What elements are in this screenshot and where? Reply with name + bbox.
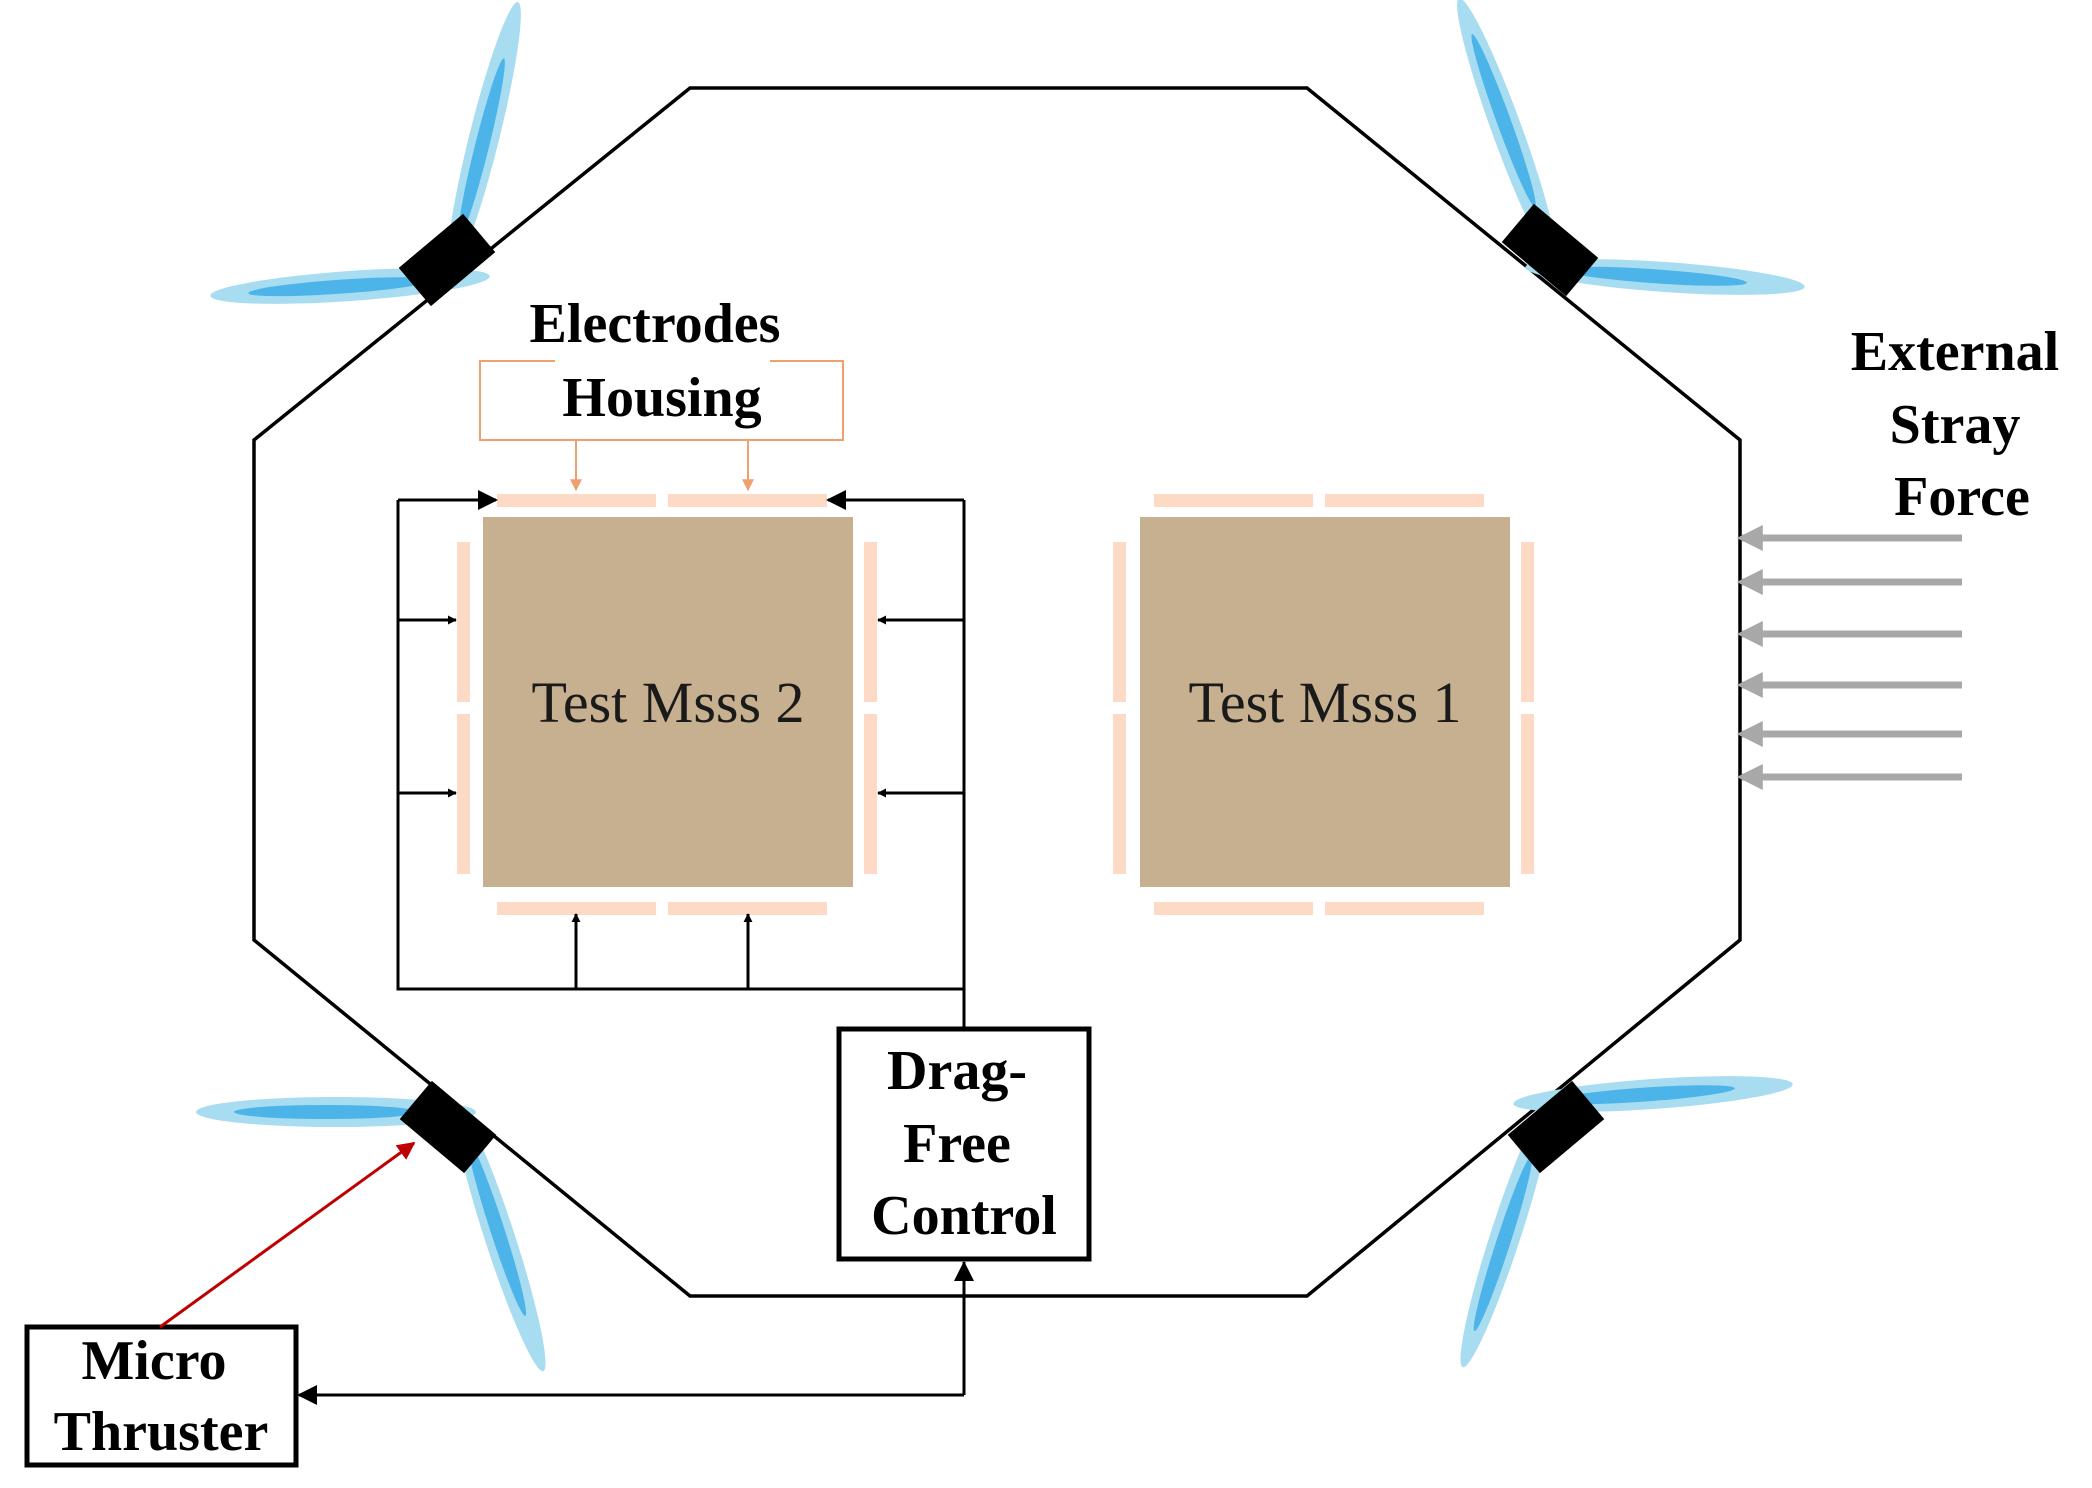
electrodes-callout: [479, 360, 844, 492]
stray-force-arrows: [1736, 525, 1962, 790]
thruster-nozzle-icon: [1501, 203, 1599, 297]
thruster-nozzle-icon: [1507, 1080, 1605, 1174]
micro-thruster-label: Micro Thruster: [54, 1330, 269, 1463]
test-mass-2: [483, 517, 853, 887]
test-mass-1-label: Test Msss 1: [1188, 670, 1461, 735]
thruster-nozzle-icon: [399, 1080, 497, 1174]
test-mass-2-label: Test Msss 2: [531, 670, 804, 735]
thruster-top-left: [209, 0, 533, 311]
thruster-bottom-right: [1448, 1069, 1794, 1372]
drag-free-control-label: Drag- Free Control: [871, 1040, 1057, 1247]
test-mass-1: [1140, 517, 1510, 887]
electrodes-housing-2: [457, 494, 877, 915]
drag-free-control-box: [836, 1026, 1092, 1262]
micro-thruster-box: [24, 1324, 299, 1468]
electrodes-housing-1: [1113, 494, 1534, 915]
thruster-nozzle-icon: [398, 213, 496, 307]
electrodes-label: Electrodes Housing: [530, 293, 795, 429]
spacecraft-body: [252, 86, 1742, 1298]
thruster-bottom-left: [196, 1080, 558, 1376]
thruster-top-right: [1445, 0, 1806, 302]
external-stray-force-label: External Stray Force: [1851, 321, 2073, 528]
control-loop-lines: [297, 490, 974, 1405]
thruster-command-arrow: [159, 1141, 416, 1329]
